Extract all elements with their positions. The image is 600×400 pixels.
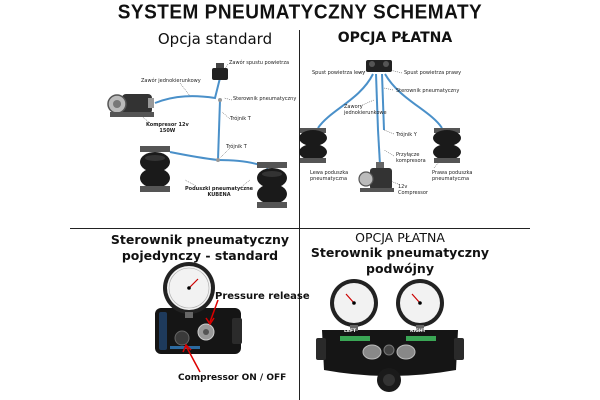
hose-to-compressor (377, 129, 381, 166)
label-check-valve: Zawór jednokierunkowy (141, 78, 201, 84)
compressor-icon (107, 94, 154, 117)
label-y-joint: Trójnik Y (396, 132, 417, 138)
label-compressor-onoff: Compressor ON / OFF (178, 373, 287, 383)
hose-left (317, 73, 374, 129)
hose-left-bag (169, 151, 219, 161)
pressure-gauge-icon (163, 262, 215, 318)
air-bag-left-icon (140, 146, 170, 192)
label-pressure-release: Pressure release (215, 291, 310, 302)
left-switch-icon (362, 344, 382, 360)
label-drain-valve: Zawór spustu powietrza (229, 60, 290, 66)
label-left-bag: Lewa poduszka pneumatyczna (310, 170, 349, 182)
double-heading-top: OPCJA PŁATNA (355, 230, 445, 245)
label-tee-2: Trójnik T (226, 144, 247, 150)
hose-compressor-to-valve (154, 77, 221, 104)
air-bag-right-icon (257, 162, 287, 208)
single-heading: Sterownik pneumatyczny pojedynczy - stan… (110, 232, 290, 263)
label-compressor: Kompresor 12v 150W (146, 122, 189, 134)
left-channel-label: LEFT (344, 329, 357, 334)
dual-valve-icon (366, 60, 392, 72)
label-drain-right: Spust powietrza prawy (404, 70, 462, 76)
label-right-bag: Prawa poduszka pneumatyczna (432, 170, 473, 182)
right-gauge-icon (396, 279, 444, 331)
label-controller: Sterownik pneumatyczny (233, 96, 297, 102)
hose-right (384, 73, 443, 129)
label-controller: Sterownik pneumatyczny (396, 88, 460, 94)
label-compressor: 12v Compressor (398, 184, 428, 196)
label-drain-left: Spust powietrza lewy (312, 70, 366, 76)
paid-heading: OPCJA PŁATNA (337, 30, 453, 46)
label-tee-1: Trójnik T (230, 116, 251, 122)
drain-valve-icon (212, 68, 228, 80)
vertical-divider (299, 30, 300, 400)
page-title: SYSTEM PNEUMATYCZNY SCHEMATY (117, 1, 483, 24)
compressor-icon (358, 162, 394, 192)
right-switch-icon (396, 344, 416, 360)
double-heading-bottom: Sterownik pneumatyczny podwójny (310, 245, 490, 276)
label-compressor-port: Przyłącze kompresora (396, 152, 426, 164)
air-bag-right-icon (433, 128, 461, 163)
hose-to-tee (217, 99, 221, 161)
horizontal-divider (70, 228, 530, 229)
right-channel-label: RIGHT (410, 329, 426, 334)
standard-heading: Opcja standard (157, 30, 273, 48)
label-air-bags: Poduszki pneumatyczne KUBENA (185, 186, 254, 198)
left-gauge-icon (330, 279, 378, 331)
label-check-valves: Zawory jednokierunkowe (344, 104, 387, 116)
air-bag-left-icon (299, 128, 327, 163)
compressor-button-icon (174, 330, 190, 346)
